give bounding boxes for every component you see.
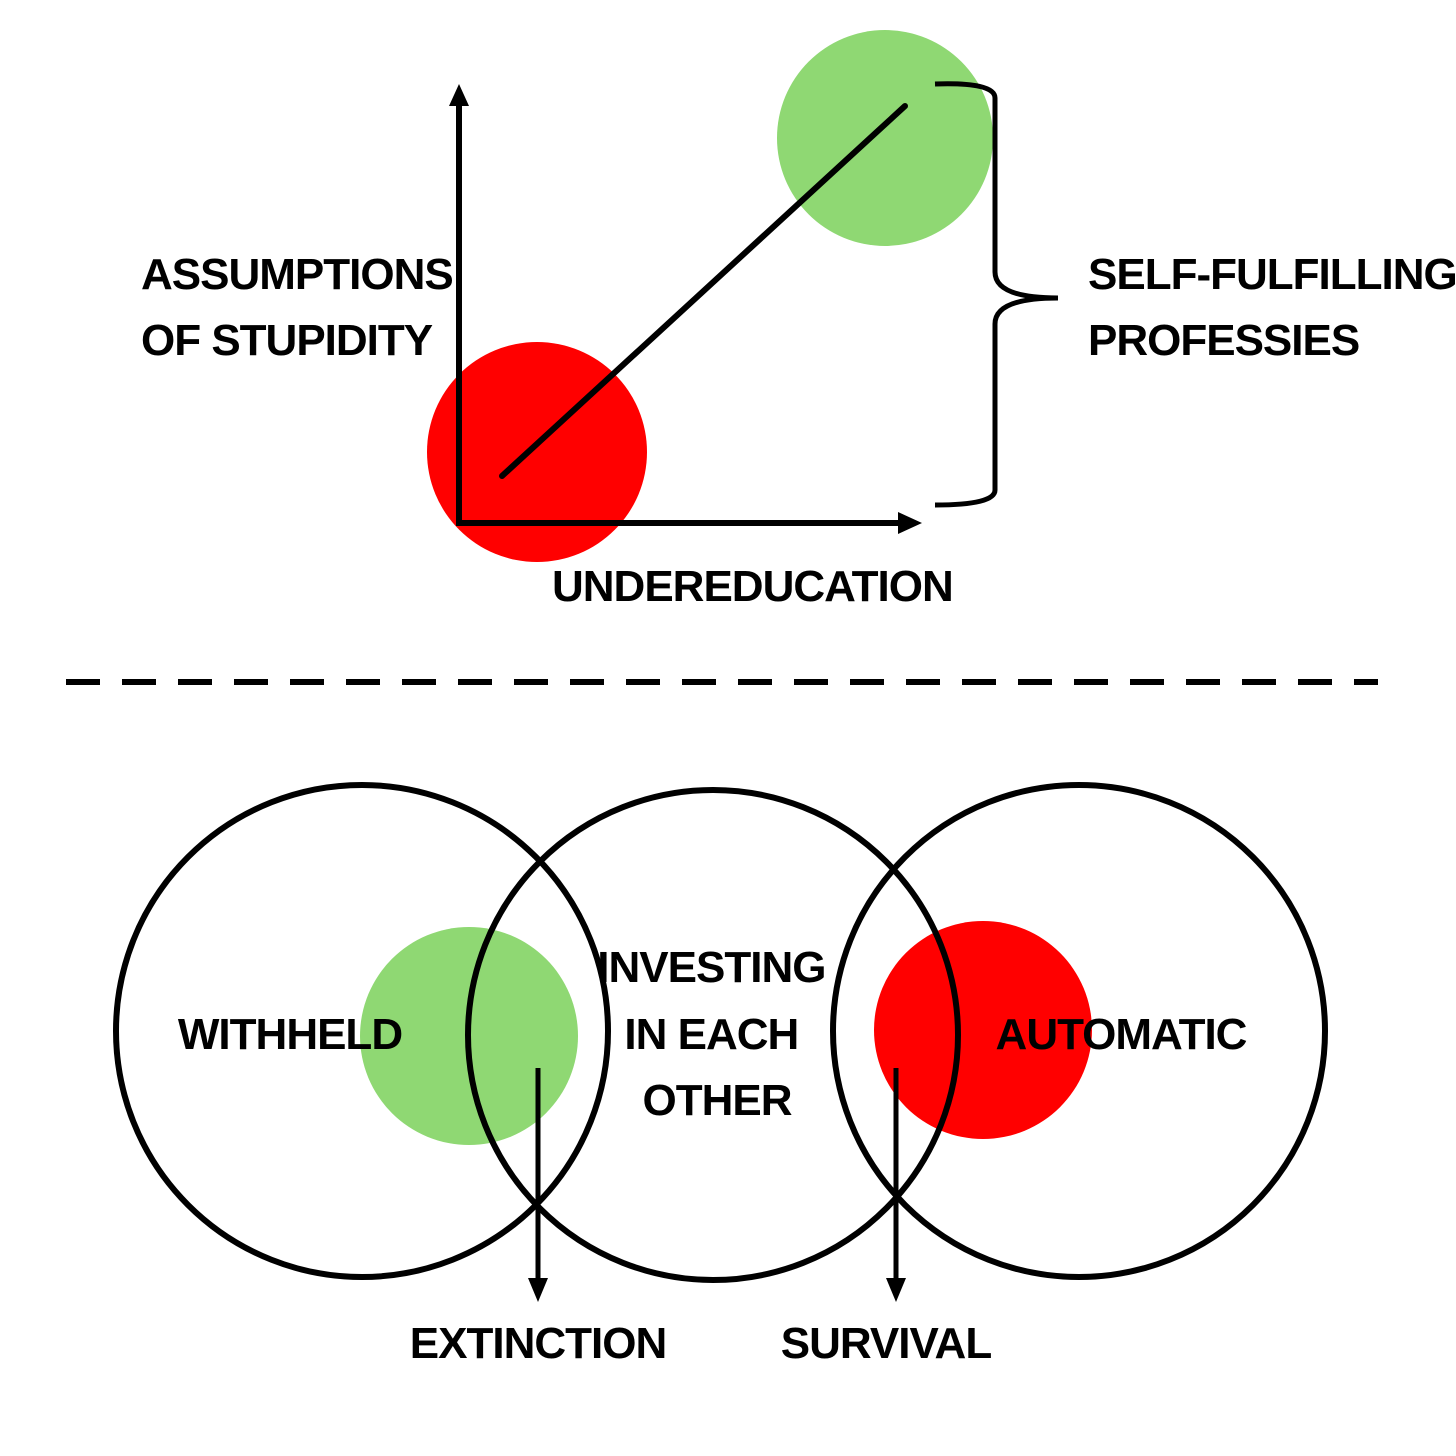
bottom-diagram: WITHHELD INVESTING IN EACH OTHER AUTOMAT… [113, 782, 1328, 1368]
bracket-label-line2: PROFESSIES [1088, 316, 1359, 365]
center-circle-label-line2: IN EACH [624, 1010, 798, 1059]
green-blob-top [777, 30, 993, 246]
trend-line [499, 103, 908, 479]
left-circle [113, 782, 611, 1280]
x-axis-label: UNDEREDUCATION [552, 562, 953, 611]
curly-brace [934, 81, 1059, 508]
y-axis-label-line1: ASSUMPTIONS [141, 250, 453, 299]
y-axis-arrowhead [449, 84, 469, 106]
top-diagram: ASSUMPTIONS OF STUPIDITY UNDEREDUCATION … [141, 30, 1456, 611]
center-circle-label-line3: OTHER [643, 1076, 792, 1125]
right-circle [830, 782, 1328, 1280]
center-circle-label-line1: INVESTING [597, 943, 825, 992]
survival-label: SURVIVAL [781, 1319, 992, 1368]
y-axis-label-line2: OF STUPIDITY [141, 316, 433, 365]
bracket-label-line1: SELF-FULFILLING [1088, 250, 1456, 299]
y-axis-label: ASSUMPTIONS OF STUPIDITY [141, 250, 464, 365]
survival-arrowhead [886, 1278, 906, 1302]
center-circle [465, 787, 961, 1283]
left-circle-label: WITHHELD [178, 1010, 402, 1059]
bracket-label: SELF-FULFILLING PROFESSIES [1088, 250, 1456, 365]
red-blob-bottom [874, 921, 1092, 1139]
extinction-arrowhead [528, 1278, 548, 1302]
center-circle-label: INVESTING IN EACH OTHER [597, 943, 836, 1125]
x-axis-arrowhead [898, 512, 922, 534]
extinction-label: EXTINCTION [410, 1319, 666, 1368]
right-circle-label: AUTOMATIC [996, 1010, 1247, 1059]
